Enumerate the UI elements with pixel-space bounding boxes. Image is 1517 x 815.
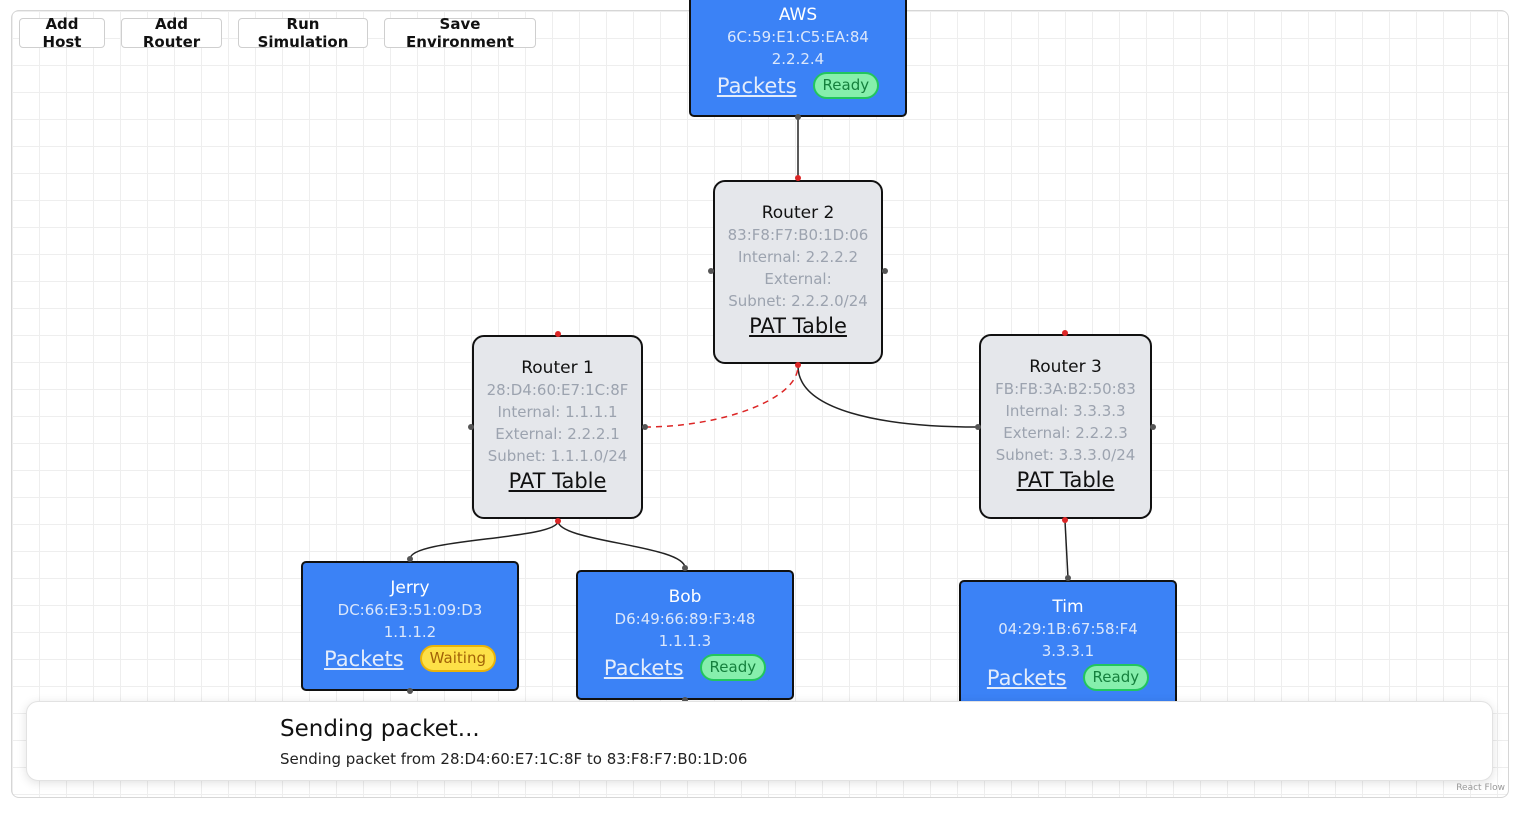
node-internal-ip: Internal: 1.1.1.1 — [497, 403, 618, 421]
node-mac: D6:49:66:89:F3:48 — [614, 610, 756, 628]
status-badge: Waiting — [419, 645, 496, 672]
node-ip: 1.1.1.3 — [658, 632, 712, 650]
connection-handle[interactable] — [468, 424, 474, 430]
connection-handle[interactable] — [407, 556, 413, 562]
status-badge: Ready — [699, 654, 767, 681]
host-node-bob[interactable]: Bob D6:49:66:89:F3:48 1.1.1.3 Packets Re… — [576, 570, 794, 700]
node-mac: 28:D4:60:E7:1C:8F — [486, 381, 629, 399]
connection-handle[interactable] — [1150, 424, 1156, 430]
pat-table-link[interactable]: PAT Table — [749, 314, 847, 338]
node-subnet: Subnet: 3.3.3.0/24 — [995, 446, 1136, 464]
connection-handle[interactable] — [407, 688, 413, 694]
node-name: Tim — [1052, 597, 1084, 617]
node-name: Router 1 — [521, 358, 594, 378]
toast-message: Sending packet from 28:D4:60:E7:1C:8F to… — [280, 750, 748, 768]
node-ip: 1.1.1.2 — [383, 623, 437, 641]
connection-handle[interactable] — [882, 268, 888, 274]
host-node-aws[interactable]: AWS 6C:59:E1:C5:EA:84 2.2.2.4 Packets Re… — [689, 0, 907, 117]
node-name: Router 3 — [1029, 357, 1102, 377]
node-external-ip: External: 2.2.2.3 — [1003, 424, 1128, 442]
status-badge: Ready — [1082, 664, 1150, 691]
connection-handle[interactable] — [795, 362, 801, 368]
connection-handle[interactable] — [1062, 517, 1068, 523]
node-mac: FB:FB:3A:B2:50:83 — [995, 380, 1136, 398]
connection-handle[interactable] — [1062, 330, 1068, 336]
notification-toast: Sending packet... Sending packet from 28… — [26, 701, 1493, 781]
connection-handle[interactable] — [975, 424, 981, 430]
node-ip: 3.3.3.1 — [1041, 642, 1095, 660]
connection-handle[interactable] — [1065, 575, 1071, 581]
node-internal-ip: Internal: 3.3.3.3 — [1005, 402, 1126, 420]
node-ip: 2.2.2.4 — [771, 50, 825, 68]
packets-link[interactable]: Packets — [324, 646, 404, 671]
node-name: Jerry — [390, 578, 430, 598]
add-router-button[interactable]: Add Router — [121, 15, 222, 51]
toast-title: Sending packet... — [280, 716, 480, 742]
pat-table-link[interactable]: PAT Table — [1016, 468, 1115, 492]
connection-handle[interactable] — [682, 697, 688, 703]
connection-handle[interactable] — [795, 114, 801, 120]
connection-handle[interactable] — [642, 424, 648, 430]
status-badge: Ready — [812, 72, 880, 99]
save-environment-button[interactable]: Save Environment — [384, 15, 536, 51]
packets-link[interactable]: Packets — [716, 73, 797, 98]
add-host-button[interactable]: Add Host — [19, 15, 105, 51]
node-external-ip: External: 2.2.2.1 — [495, 425, 620, 443]
node-mac: DC:66:E3:51:09:D3 — [337, 601, 483, 619]
connection-handle[interactable] — [555, 331, 561, 337]
router-node-1[interactable]: Router 1 28:D4:60:E7:1C:8F Internal: 1.1… — [472, 335, 643, 519]
node-mac: 83:F8:F7:B0:1D:06 — [727, 226, 869, 244]
connection-handle[interactable] — [555, 518, 561, 524]
node-name: AWS — [778, 5, 818, 25]
connection-handle[interactable] — [795, 175, 801, 181]
connection-handle[interactable] — [682, 565, 688, 571]
node-internal-ip: Internal: 2.2.2.2 — [737, 248, 859, 266]
node-name: Router 2 — [761, 203, 835, 223]
node-subnet: Subnet: 1.1.1.0/24 — [487, 447, 628, 465]
packets-link[interactable]: Packets — [986, 665, 1067, 690]
pat-table-link[interactable]: PAT Table — [508, 469, 607, 493]
packets-link[interactable]: Packets — [603, 655, 684, 680]
node-name: Bob — [668, 587, 702, 607]
node-external-ip: External: — [764, 270, 832, 288]
node-mac: 6C:59:E1:C5:EA:84 — [727, 28, 869, 46]
connection-handle[interactable] — [708, 268, 714, 274]
run-simulation-button[interactable]: Run Simulation — [238, 15, 368, 51]
host-node-jerry[interactable]: Jerry DC:66:E3:51:09:D3 1.1.1.2 Packets … — [301, 561, 519, 691]
router-node-3[interactable]: Router 3 FB:FB:3A:B2:50:83 Internal: 3.3… — [979, 334, 1152, 519]
host-node-tim[interactable]: Tim 04:29:1B:67:58:F4 3.3.3.1 Packets Re… — [959, 580, 1177, 710]
router-node-2[interactable]: Router 2 83:F8:F7:B0:1D:06 Internal: 2.2… — [713, 180, 883, 364]
node-subnet: Subnet: 2.2.2.0/24 — [728, 292, 868, 310]
react-flow-attribution[interactable]: React Flow — [1456, 783, 1505, 793]
node-mac: 04:29:1B:67:58:F4 — [998, 620, 1138, 638]
